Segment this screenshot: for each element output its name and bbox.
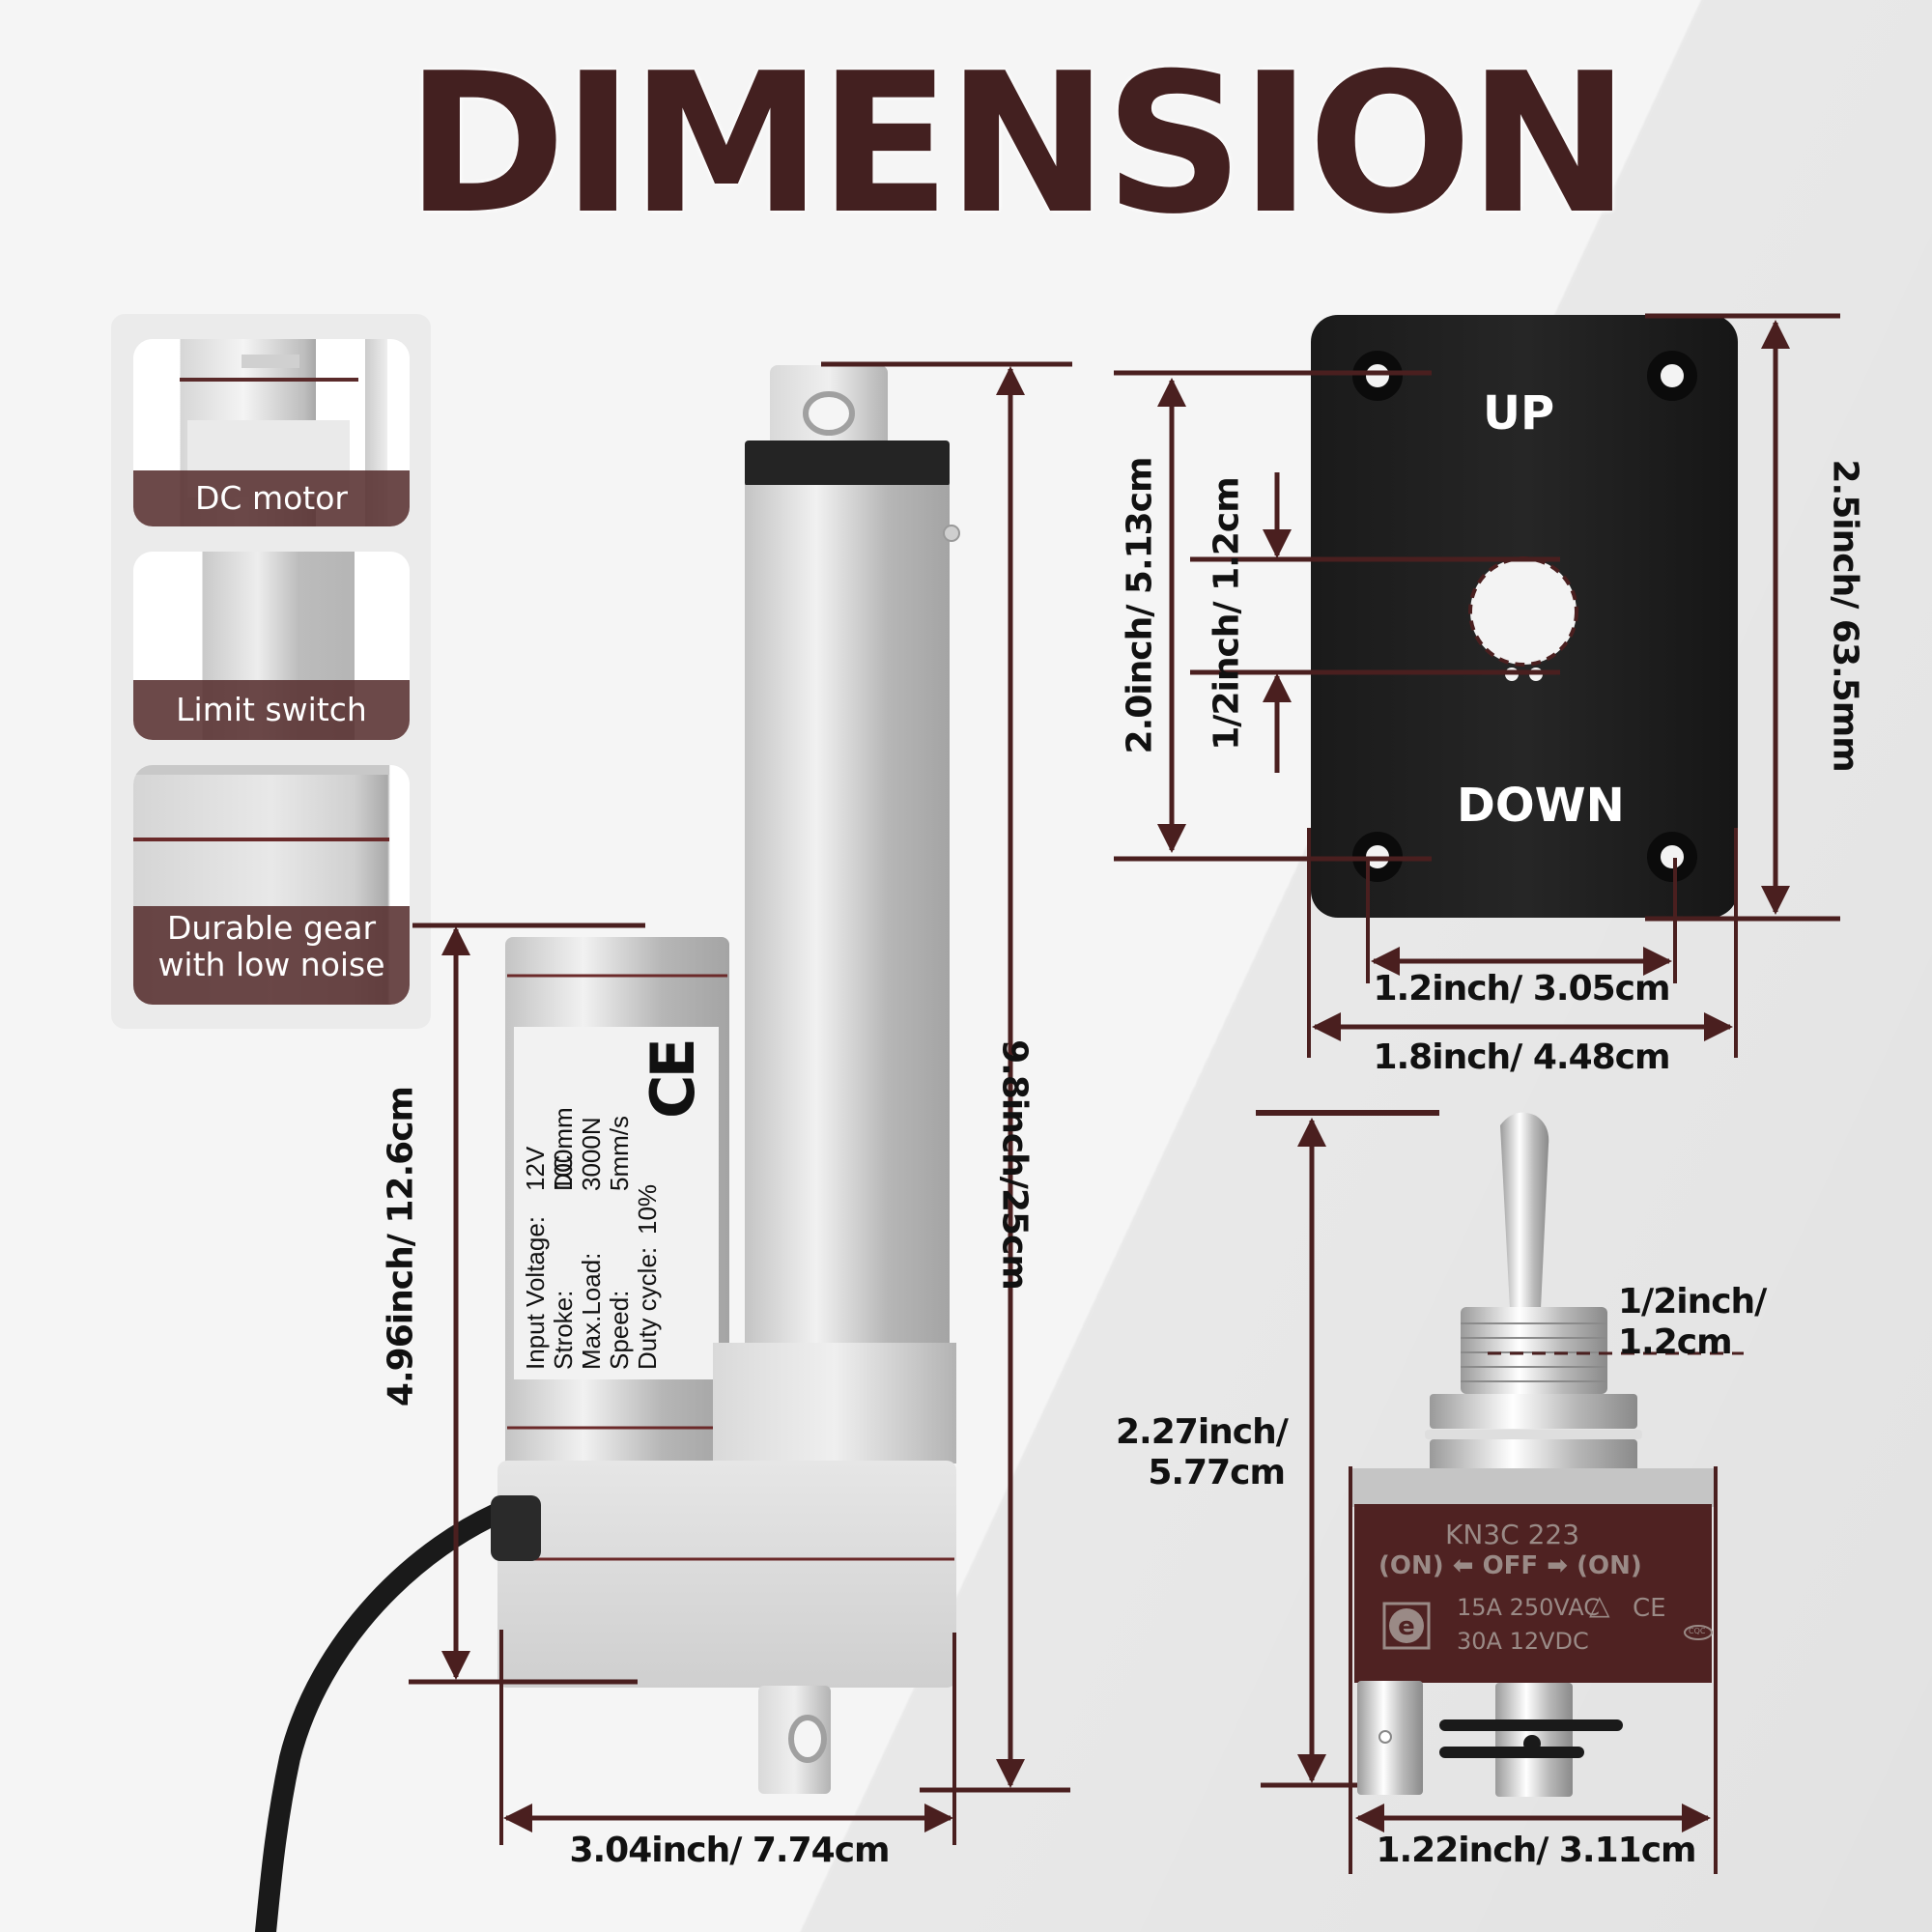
dim-plate-hole-spacing-horizontal: 1.2inch/ 3.05cm: [1373, 969, 1670, 1009]
spec-key: Duty cycle:: [633, 1246, 662, 1370]
gear-housing: [497, 1461, 956, 1688]
collar: [745, 440, 950, 487]
tube-clamp: [713, 1343, 956, 1463]
plate-label-down: DOWN: [1457, 779, 1625, 833]
switch-panel-plate: [1311, 315, 1738, 918]
rod-eye-hole: [803, 391, 855, 436]
switch-body: [1354, 1504, 1712, 1683]
switch-ce-mark: CE: [1633, 1594, 1666, 1623]
spec-label: [514, 1027, 719, 1379]
actuator-dimension-lines: [409, 361, 1072, 1845]
spec-value: 3000N: [577, 1117, 606, 1191]
switch-position-center: OFF: [1482, 1551, 1539, 1580]
spec-row: Input Voltage:12V DC: [521, 1147, 578, 1370]
cable-gland: [491, 1495, 541, 1561]
switch-rating-ac: 15A 250VAC: [1457, 1594, 1601, 1621]
spec-value: 10%: [633, 1183, 662, 1235]
rear-eye-hole: [788, 1715, 827, 1763]
feature-card-limit-switch: Limit switch: [133, 552, 410, 740]
feature-label-line: Durable gear: [166, 909, 377, 947]
warning-triangle-icon: △: [1589, 1589, 1610, 1621]
toggle-lever: [1500, 1112, 1549, 1309]
switch-model: KN3C 223: [1445, 1519, 1580, 1550]
dim-total-length: 9.8inch/25cm: [994, 1039, 1035, 1290]
spec-value: 5mm/s: [605, 1116, 634, 1191]
feature-label: DC motor: [133, 470, 410, 526]
linear-actuator: [255, 365, 960, 1932]
threaded-bushing: [1461, 1307, 1607, 1394]
switch-cap: [1351, 1468, 1715, 1507]
svg-text:e: e: [1398, 1612, 1415, 1641]
spec-key: Speed:: [605, 1290, 634, 1370]
dim-plate-height: 2.5inch/ 63.5mm: [1825, 459, 1865, 772]
switch-cqc-mark: CQC: [1689, 1627, 1706, 1635]
spec-row: Duty cycle: 10%: [633, 1184, 662, 1370]
switch-position-left: (ON): [1378, 1551, 1444, 1580]
dim-switch-height: 2.27inch/ 5.77cm: [1116, 1412, 1289, 1493]
dim-motor-height: 4.96inch/ 12.6cm: [381, 1086, 421, 1407]
mounting-hole: [1352, 351, 1697, 882]
hex-nut: [1430, 1394, 1637, 1429]
outer-tube: [745, 485, 950, 1383]
feature-label: Durable gear with low noise: [133, 906, 410, 1005]
dim-switch-thread: 1/2inch/ 1.2cm: [1618, 1282, 1767, 1363]
spec-row: Stroke: 100mm: [549, 1107, 578, 1370]
washer: [1425, 1430, 1642, 1439]
dim-base-width: 3.04inch/ 7.74cm: [569, 1831, 890, 1870]
dim-plate-hole-spacing-vertical: 2.0inch/ 5.13cm: [1120, 457, 1160, 754]
switch-position-right: (ON): [1577, 1551, 1642, 1580]
spec-key: Stroke:: [549, 1290, 578, 1370]
feature-panel: DC motor Limit switch Durable gear with …: [111, 314, 431, 1029]
dim-switch-height-line2: 5.77cm: [1148, 1453, 1286, 1492]
dim-plate-center-hole: 1/2inch/ 1.2cm: [1207, 477, 1247, 751]
spec-key: Input Voltage:: [521, 1215, 550, 1370]
arrow-left-icon: ⬅: [1452, 1551, 1474, 1580]
spec-row: Speed: 5mm/s: [605, 1116, 634, 1370]
dim-switch-thread-line1: 1/2inch/: [1618, 1282, 1767, 1321]
dim-plate-width: 1.8inch/ 4.48cm: [1373, 1037, 1670, 1077]
spec-key: Max.Load:: [577, 1252, 606, 1370]
feature-label-line: with low noise: [157, 946, 385, 983]
switch-dimension-lines: [1256, 1110, 1744, 1874]
arrow-right-icon: ➡: [1547, 1551, 1569, 1580]
spec-value: 100mm: [549, 1107, 578, 1191]
feature-card-dc-motor: DC motor: [133, 339, 410, 526]
plate-label-up: UP: [1483, 386, 1555, 440]
dim-switch-width: 1.22inch/ 3.11cm: [1376, 1831, 1696, 1870]
switch-rating-dc: 30A 12VDC: [1457, 1628, 1589, 1655]
spec-row: Max.Load: 3000N: [577, 1117, 606, 1370]
plate-dimension-lines: [1114, 313, 1840, 1058]
page-title: DIMENSION: [406, 32, 1630, 257]
power-cable: [255, 1496, 523, 1932]
spec-label-text: Input Voltage:12V DC Stroke: 100mm Max.Lo…: [512, 1032, 717, 1379]
center-hole: [1468, 556, 1578, 667]
hex-nut: [1430, 1439, 1637, 1474]
feature-card-durable-gear: Durable gear with low noise: [133, 765, 410, 1005]
switch-positions: (ON) ⬅ OFF ➡ (ON): [1378, 1551, 1642, 1580]
toggle-switch: e: [1351, 1112, 1715, 1797]
dim-switch-height-line1: 2.27inch/: [1116, 1412, 1289, 1452]
dim-switch-thread-line2: 1.2cm: [1618, 1322, 1733, 1362]
ce-mark-icon: CE: [638, 1041, 708, 1119]
feature-label: Limit switch: [133, 680, 410, 740]
